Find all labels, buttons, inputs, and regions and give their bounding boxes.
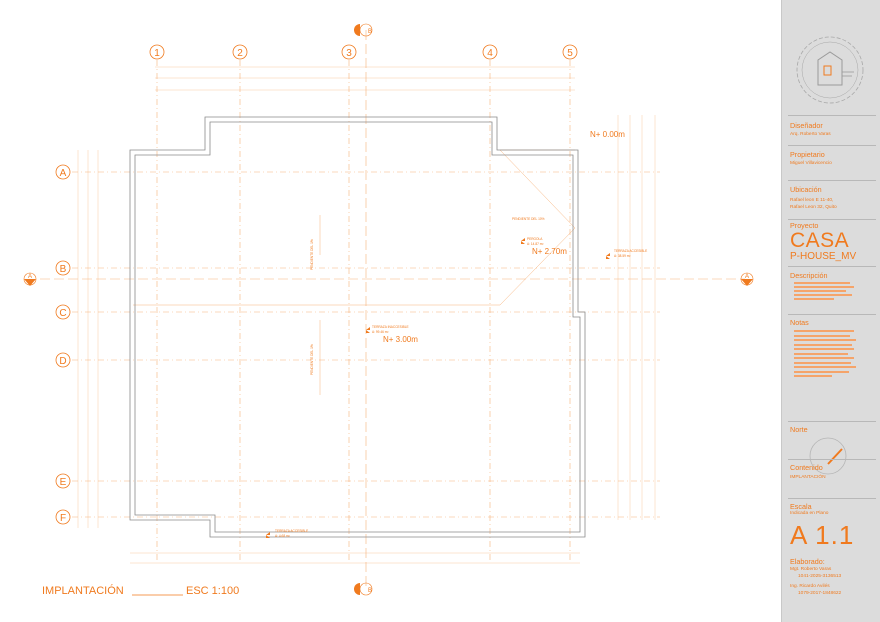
north-arrow-icon: [809, 437, 847, 475]
logo-mark: [796, 36, 864, 104]
level-0: N+ 0.00m: [590, 130, 625, 139]
divider: [788, 421, 876, 422]
column-label: 3: [346, 48, 352, 59]
level-2: N+ 3.00m: [383, 335, 418, 344]
svg-text:A: 99.46 m²: A: 99.46 m²: [372, 330, 388, 334]
owner-value: Miguel Villavicencio: [790, 161, 832, 166]
row-label: B: [60, 264, 67, 275]
divider: [788, 498, 876, 499]
row-label: E: [60, 477, 67, 488]
divider: [788, 115, 876, 116]
building-outline: [129, 116, 586, 538]
level-markers: N+ 0.00m N+ 2.70m N+ 3.00m: [266, 130, 625, 538]
row-label: F: [60, 513, 66, 524]
project-subtitle: P-HOUSE_MV: [790, 251, 857, 262]
section-marker-left: A: [23, 272, 37, 286]
row-label: C: [59, 308, 66, 319]
svg-text:TERRAZA ACCESIBLE: TERRAZA ACCESIBLE: [614, 249, 647, 253]
title-block: Diseñador Arq. Roberto Varas Propietario…: [781, 0, 880, 622]
row-label: A: [60, 168, 67, 179]
location-line-2: Rafael Leon 32, Quito: [790, 205, 837, 210]
svg-text:A: 4.68 m²: A: 4.68 m²: [275, 534, 290, 538]
content-value: IMPLANTACIÓN: [790, 475, 826, 480]
row-bubbles: [55, 164, 71, 525]
svg-text:A: A: [745, 274, 749, 280]
column-label: 1: [154, 48, 160, 59]
grid-axes: [72, 60, 660, 560]
svg-text:PENDIENTE DEL 10%: PENDIENTE DEL 10%: [512, 217, 545, 221]
column-label: 2: [237, 48, 243, 59]
site-plan-drawing: PENDIENTE DEL 10% PERGOLA A: 14.87 m² TE…: [23, 23, 754, 597]
svg-text:A: 38.59 m²: A: 38.59 m²: [614, 254, 630, 258]
divider: [788, 459, 876, 460]
description-label: Descripción: [790, 271, 828, 280]
prepared-label: Elaborado:: [790, 557, 825, 566]
project-label: Proyecto: [790, 221, 819, 230]
svg-text:PENDIENTE DEL 1%: PENDIENTE DEL 1%: [310, 344, 314, 375]
project-name: CASA: [790, 229, 850, 252]
location-line-1: Rafael leon E 11-40,: [790, 198, 834, 203]
content-label: Contenido: [790, 463, 823, 472]
designer-value: Arq. Roberto Varas: [790, 132, 831, 137]
designer-label: Diseñador: [790, 121, 823, 130]
notes-text: [794, 330, 856, 377]
grid-bubble: [232, 44, 248, 60]
column-bubbles: [149, 44, 578, 60]
grid-bubble: [149, 44, 165, 60]
grid-bubble: [55, 304, 71, 320]
scale-value: Indicada en Plano: [790, 511, 829, 516]
location-label: Ubicación: [790, 185, 822, 194]
grid-bubble: [341, 44, 357, 60]
roof-lines: [133, 149, 576, 395]
divider: [788, 180, 876, 181]
prepared-id-2: 1079-2017-1848622: [798, 591, 842, 596]
column-label: 4: [487, 48, 493, 59]
sheet-number: A 1.1: [790, 520, 855, 550]
svg-text:B: B: [368, 29, 372, 35]
grid-bubble: [562, 44, 578, 60]
svg-text:B: B: [368, 588, 372, 594]
grid-bubble: [55, 352, 71, 368]
divider: [788, 314, 876, 315]
annotations: PENDIENTE DEL 10% PERGOLA A: 14.87 m² TE…: [275, 217, 647, 538]
svg-text:A: 14.87 m²: A: 14.87 m²: [527, 242, 543, 246]
grid-bubble: [55, 509, 71, 525]
owner-label: Propietario: [790, 150, 825, 159]
scale-label: Escala: [790, 502, 812, 511]
grid-bubble: [55, 473, 71, 489]
prepared-name-1: Mgt. Roberto Varas: [790, 567, 832, 572]
dimension-lines: [77, 66, 656, 564]
svg-text:PERGOLA: PERGOLA: [527, 237, 543, 241]
north-label: Norte: [790, 425, 808, 434]
section-marker-right: A: [740, 272, 754, 286]
column-label: 5: [567, 48, 573, 59]
svg-text:TERRAZA ACCESIBLE: TERRAZA ACCESIBLE: [275, 529, 308, 533]
drawing-scale: ESC 1:100: [186, 585, 239, 597]
prepared-name-2: Ing. Ricardo Avilés: [790, 584, 830, 589]
section-marker-bottom: B: [354, 582, 373, 596]
row-label: D: [59, 356, 66, 367]
prepared-id-1: 1041-2025-3136513: [798, 574, 842, 579]
grid-bubble: [55, 260, 71, 276]
section-marker-top: B: [354, 23, 373, 37]
grid-bubble: [55, 164, 71, 180]
notes-label: Notas: [790, 318, 809, 327]
divider: [788, 219, 876, 220]
divider: [788, 266, 876, 267]
svg-text:A: A: [28, 274, 32, 280]
drawing-title: IMPLANTACIÓN: [42, 584, 124, 597]
description-text: [794, 282, 854, 300]
grid-bubble: [482, 44, 498, 60]
level-1: N+ 2.70m: [532, 247, 567, 256]
svg-text:PENDIENTE DEL 1%: PENDIENTE DEL 1%: [310, 239, 314, 270]
svg-text:TERRAZA INACCESIBLE: TERRAZA INACCESIBLE: [372, 325, 409, 329]
divider: [788, 145, 876, 146]
